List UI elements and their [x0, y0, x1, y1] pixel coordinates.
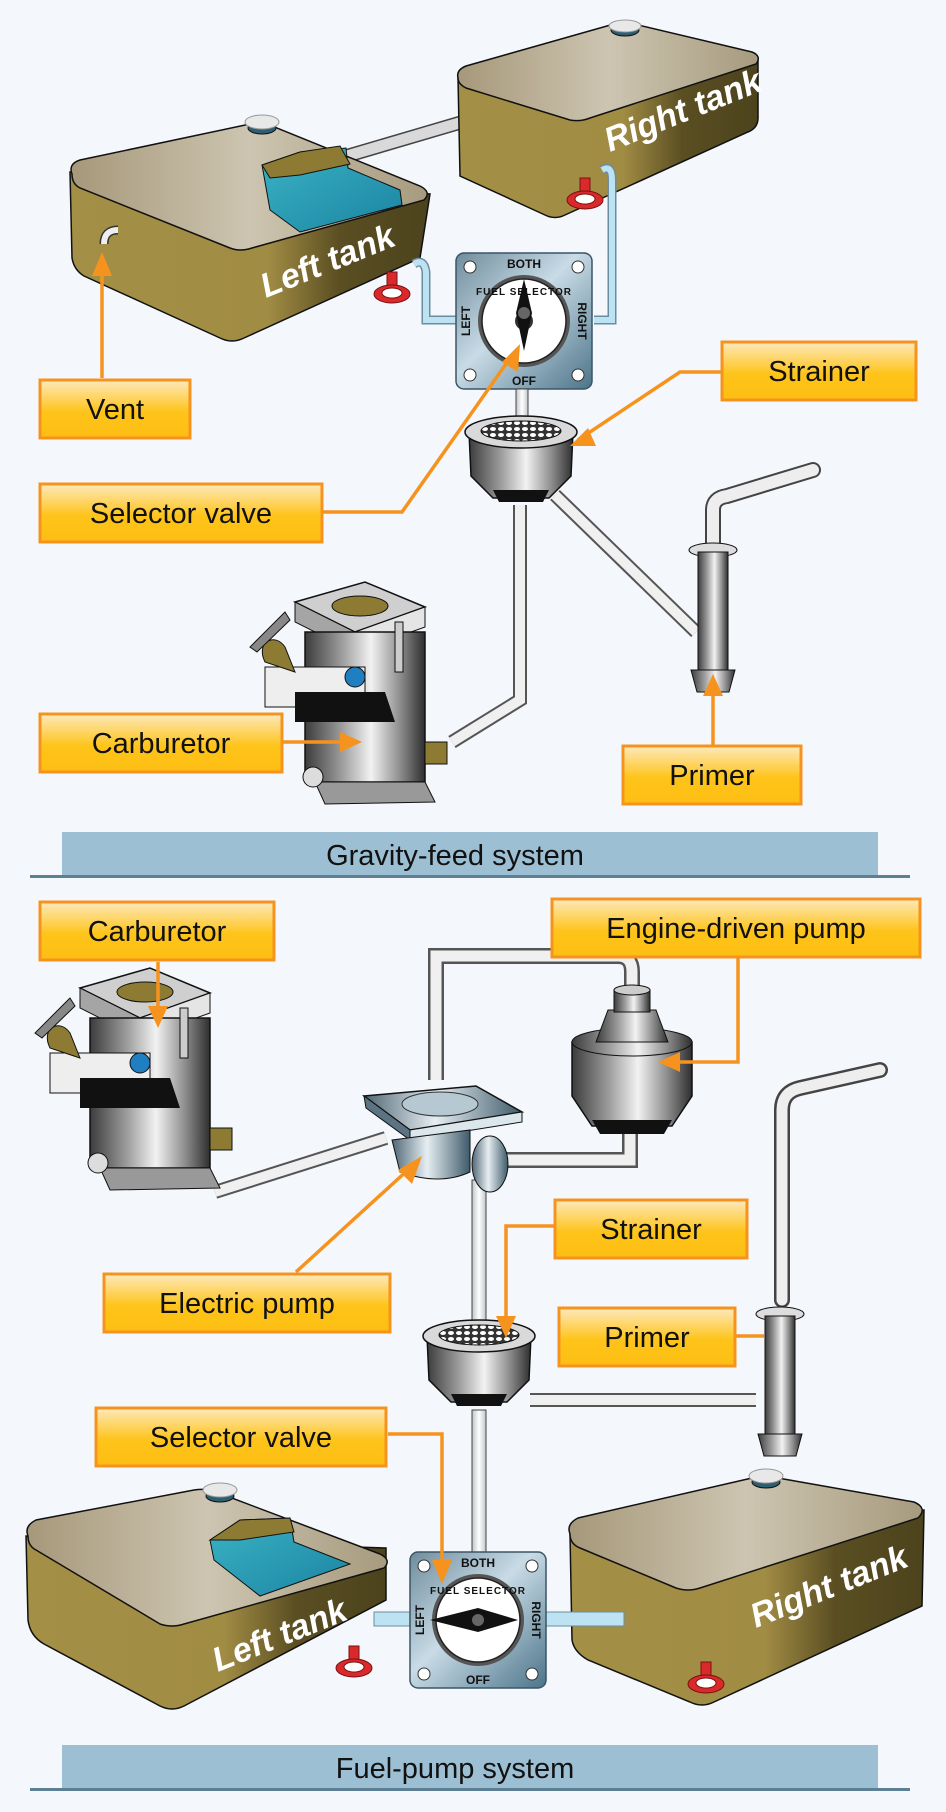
dial-right: RIGHT	[529, 1601, 543, 1639]
dial-right: RIGHT	[575, 302, 589, 340]
right-tank-fuel-line	[594, 165, 615, 323]
svg-text:Primer: Primer	[669, 760, 755, 792]
dial-face-label: FUEL SELECTOR	[430, 1586, 526, 1597]
label-selector-valve: Selector valve	[38, 482, 324, 544]
fuel-pump-system: Left tank Right tank BOTH OFF LEFT RIGHT…	[25, 897, 925, 1791]
dial-left: LEFT	[459, 305, 473, 336]
left-tank-fuel-line	[412, 259, 460, 323]
label-strainer: Strainer	[553, 1198, 749, 1260]
right-tank: Right tank	[456, 19, 769, 219]
label-carburetor: Carburetor	[38, 712, 284, 774]
gravity-feed-system: Right tank Left tank BOTH OFF	[30, 19, 918, 878]
leader-arrowheads	[92, 252, 723, 752]
right-tank: Right tank	[568, 1468, 925, 1706]
dial-both: BOTH	[507, 257, 541, 271]
left-tank-fuel-line	[373, 1611, 415, 1627]
dial-off: OFF	[512, 374, 536, 388]
svg-text:Vent: Vent	[86, 394, 144, 426]
svg-text:Carburetor: Carburetor	[88, 916, 227, 948]
svg-text:Fuel-pump system: Fuel-pump system	[336, 1753, 575, 1785]
label-strainer: Strainer	[720, 340, 918, 402]
leader-lines	[156, 956, 764, 1566]
leader-lines	[100, 262, 722, 745]
svg-text:Selector valve: Selector valve	[150, 1422, 332, 1454]
left-tank: Left tank	[25, 1482, 388, 1710]
svg-text:Gravity-feed system: Gravity-feed system	[326, 840, 584, 872]
dial-both: BOTH	[461, 1556, 495, 1570]
label-engine-driven-pump: Engine-driven pump	[550, 897, 922, 959]
svg-text:Engine-driven pump: Engine-driven pump	[606, 913, 866, 945]
carburetor	[34, 967, 233, 1191]
selector-valve[interactable]: BOTH OFF LEFT RIGHT FUEL SELECTOR	[409, 1551, 547, 1689]
dial-off: OFF	[466, 1673, 490, 1687]
primer	[755, 1306, 805, 1457]
svg-text:Strainer: Strainer	[600, 1214, 702, 1246]
leader-arrowheads	[148, 1006, 680, 1584]
label-primer: Primer	[557, 1306, 737, 1368]
label-electric-pump: Electric pump	[102, 1272, 392, 1334]
label-selector-valve: Selector valve	[94, 1406, 388, 1468]
caption-fuel-pump: Fuel-pump system	[30, 1745, 910, 1791]
primer-fuel-line	[551, 491, 700, 636]
primer	[688, 462, 821, 693]
svg-text:Electric pump: Electric pump	[159, 1288, 335, 1320]
electric-pump	[361, 1085, 525, 1193]
svg-text:Primer: Primer	[604, 1322, 690, 1354]
dial-left: LEFT	[413, 1604, 427, 1635]
left-tank: Left tank	[69, 114, 431, 342]
carburetor-fuel-line	[449, 505, 525, 747]
right-tank-fuel-line	[543, 1611, 625, 1627]
svg-text:Strainer: Strainer	[768, 356, 870, 388]
label-primer: Primer	[621, 744, 803, 806]
dial-face-label: FUEL SELECTOR	[476, 287, 572, 298]
strainer	[422, 1319, 536, 1407]
carburetor-feed-line	[213, 1133, 388, 1197]
label-carburetor: Carburetor	[38, 900, 276, 962]
caption-gravity-feed: Gravity-feed system	[30, 832, 910, 878]
vent-pipe	[101, 227, 119, 245]
svg-text:Selector valve: Selector valve	[90, 498, 272, 530]
label-vent: Vent	[38, 378, 192, 440]
strainer-to-selector-line	[471, 1409, 487, 1561]
selector-valve[interactable]: BOTH OFF LEFT RIGHT FUEL SELECTOR	[455, 252, 593, 390]
pump-to-strainer-line	[471, 1179, 487, 1331]
strainer	[464, 415, 578, 503]
svg-text:Carburetor: Carburetor	[92, 728, 231, 760]
